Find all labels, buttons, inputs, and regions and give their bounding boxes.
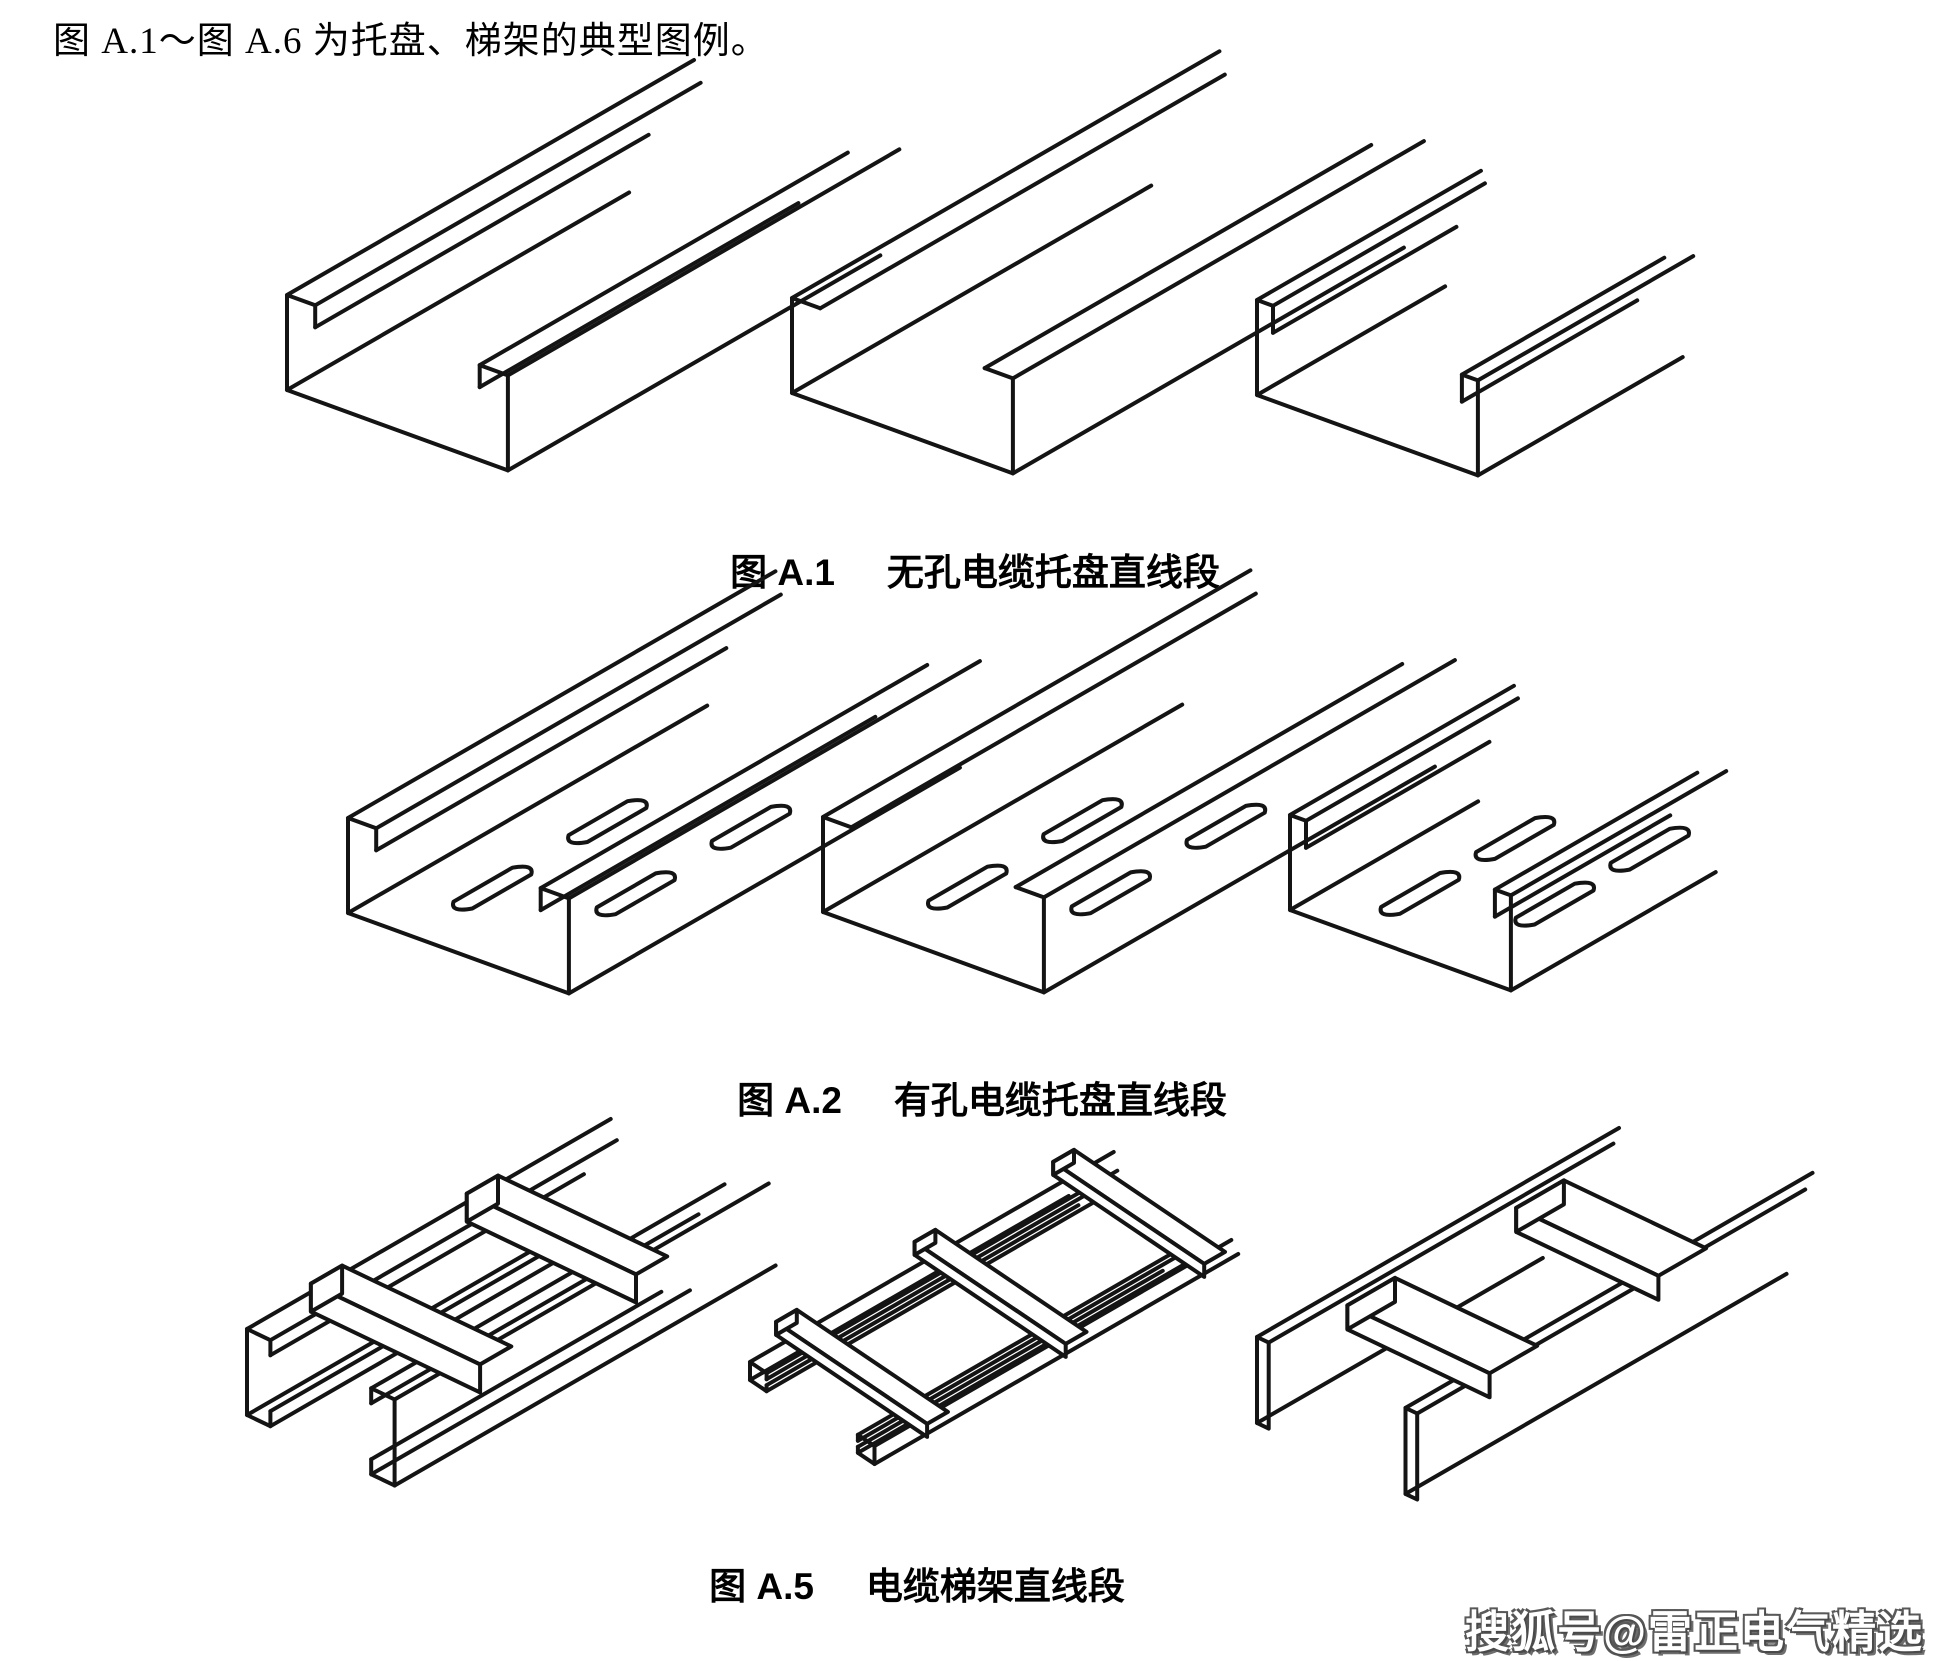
caption-fig-a5-label: 图 A.5: [709, 1566, 814, 1607]
caption-fig-a5: 图 A.5 电缆梯架直线段: [709, 1556, 1125, 1610]
caption-fig-a2-label: 图 A.2: [737, 1080, 842, 1121]
watermark-text: 搜狐号@雷正电气精选: [1465, 1608, 1924, 1657]
drawing-perforated-tray-hooked-flange: [346, 569, 982, 996]
caption-fig-a2-title: 有孔电缆托盘直线段: [893, 1080, 1227, 1121]
drawing-solid-tray-flat-flange: [790, 49, 1426, 476]
drawing-ladder-plate-rails: [1255, 1126, 1815, 1502]
intro-text: 图 A.1～图 A.6 为托盘、梯架的典型图例。: [53, 21, 769, 62]
caption-fig-a1-title: 无孔电缆托盘直线段: [886, 552, 1220, 593]
drawing-solid-tray-hooked-flange: [285, 58, 902, 473]
drawing-ladder-channel-rails: [245, 1117, 778, 1488]
drawing-ladder-plan-view: [748, 1147, 1241, 1466]
drawing-solid-tray-hemmed-flange: [1255, 168, 1696, 478]
caption-fig-a2: 图 A.2 有孔电缆托盘直线段: [737, 1070, 1227, 1124]
drawing-perforated-tray-hemmed-flange: [1288, 683, 1729, 993]
caption-fig-a5-title: 电缆梯架直线段: [865, 1566, 1125, 1607]
drawing-perforated-tray-flat-flange: [821, 568, 1457, 995]
